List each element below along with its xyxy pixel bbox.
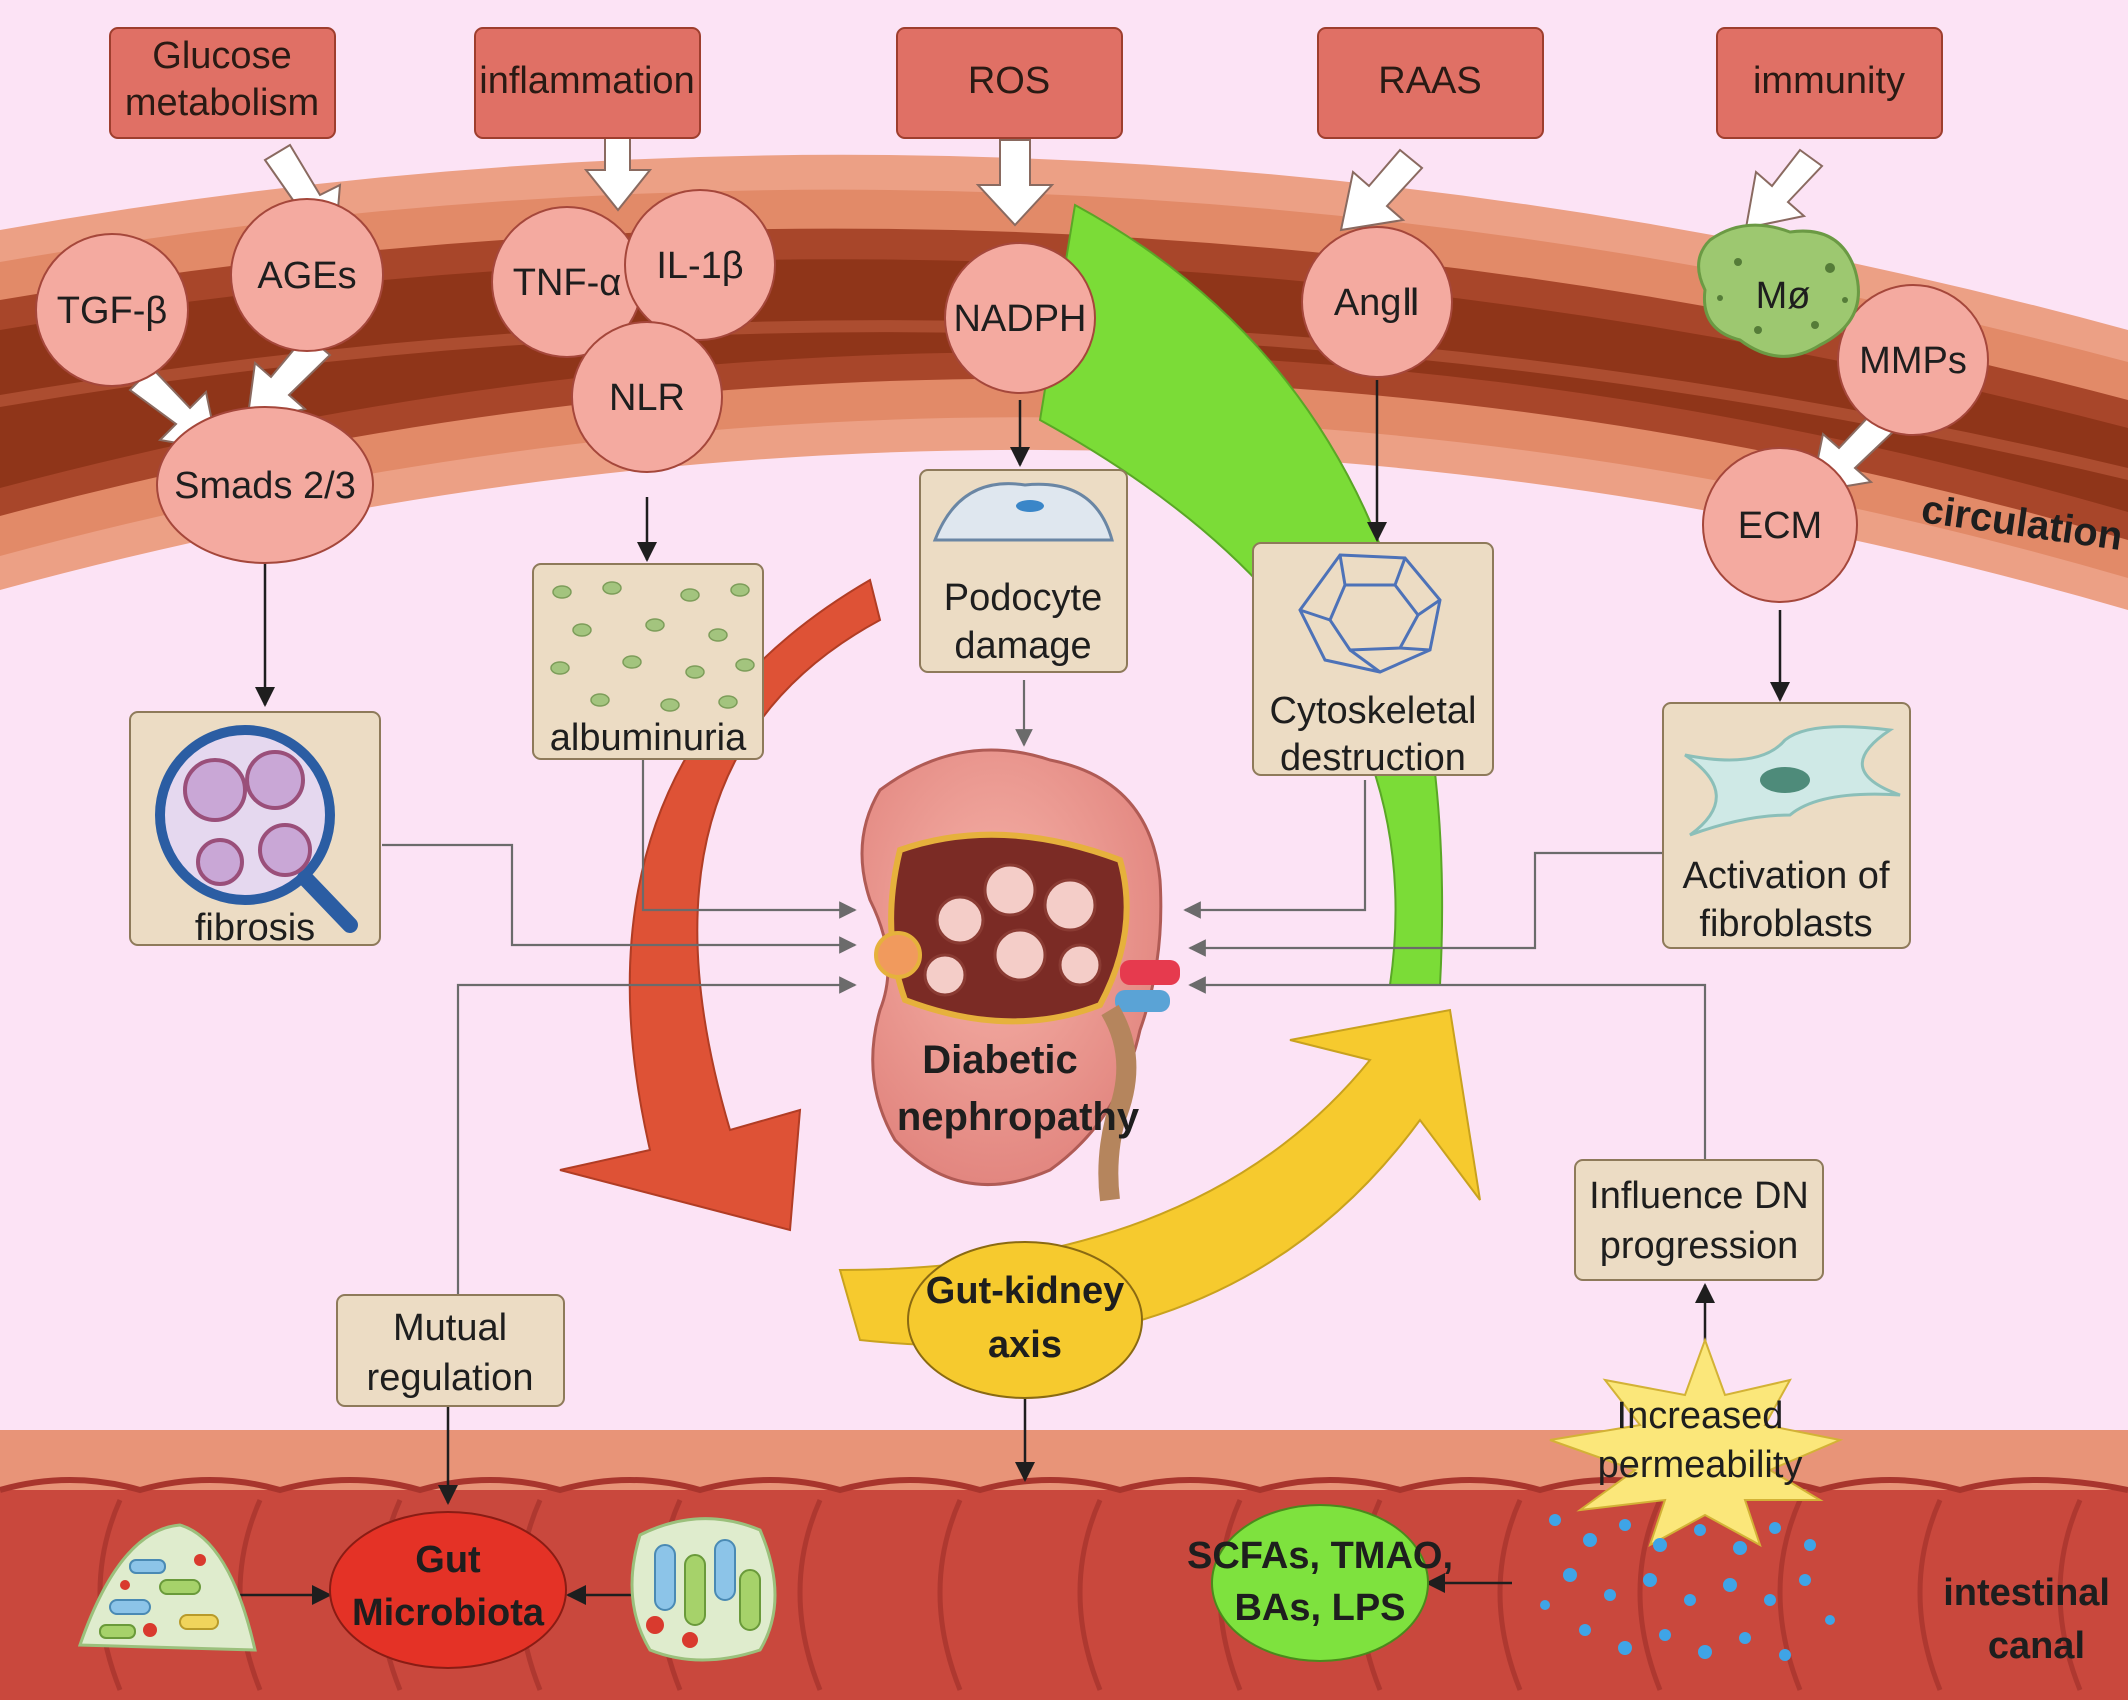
bacteria-cluster-right [630, 1517, 777, 1662]
mediator-smads-circle [156, 406, 374, 564]
influence-dn-box: Influence DN progression [1574, 1159, 1824, 1281]
influence-line2: progression [1600, 1225, 1799, 1267]
mediator-macrophage-label: Mø [1756, 275, 1811, 317]
factor-ros: ROS [896, 27, 1123, 139]
mediator-tgf-label: TGF-β [57, 290, 168, 332]
factor-raas: RAAS [1317, 27, 1544, 139]
mediator-ecm-label: ECM [1738, 505, 1822, 547]
effect-albuminuria-label: albuminuria [550, 717, 747, 759]
effect-fibroblast-activation: Activation of fibroblasts [1662, 702, 1911, 949]
mediator-il1b-label: IL-1β [656, 245, 743, 287]
mediator-nlr-circle [571, 321, 723, 473]
white-arrow-immunity [1744, 148, 1824, 230]
effect-cytoskeletal-destruction: Cytoskeletal destruction [1252, 542, 1494, 779]
factor-glucose-line1: Glucose [152, 35, 291, 77]
permeability-burst [1549, 1337, 1844, 1548]
intestinal-label-line1: intestinal [1943, 1572, 2110, 1614]
effect-podocyte-line2: damage [954, 625, 1091, 667]
mediator-ang-circle [1301, 226, 1453, 378]
white-arrow-ros [975, 139, 1055, 227]
factor-glucose-line2: metabolism [125, 82, 319, 124]
metabolites-line2: BAs, LPS [1234, 1587, 1405, 1629]
mediator-ages-circle [230, 198, 384, 352]
mediator-tgf-circle [35, 233, 189, 387]
factor-inflammation-label: inflammation [479, 60, 694, 102]
gut-microbiota-line2: Microbiota [352, 1592, 545, 1634]
leaking-particles [1540, 1514, 1835, 1661]
effect-cytoskeletal-line1: Cytoskeletal [1270, 690, 1477, 732]
axis-label-line1: Gut-kidney [926, 1270, 1124, 1312]
mutual-regulation-box: Mutual regulation [336, 1294, 565, 1407]
mediator-nlr-label: NLR [609, 377, 685, 419]
gut-microbiota-ellipse [329, 1511, 567, 1669]
effect-podocyte-damage: Podocyte damage [919, 469, 1128, 673]
effect-fibroblasts-line1: Activation of [1683, 855, 1890, 897]
bacteria-cluster-left [77, 1523, 257, 1652]
axis-label-line2: axis [988, 1324, 1062, 1366]
permeability-line2: permeability [1598, 1444, 1803, 1486]
effect-podocyte-line1: Podocyte [944, 577, 1102, 619]
mediator-tnf-label: TNF-α [513, 262, 622, 304]
mutual-line1: Mutual [393, 1307, 507, 1349]
dn-label-line1: Diabetic [922, 1038, 1078, 1082]
factor-inflammation: inflammation [474, 27, 701, 139]
mediator-mmps-circle [1837, 284, 1989, 436]
green-cycle-arrow [1038, 203, 1444, 986]
influence-line1: Influence DN [1589, 1175, 1809, 1217]
metabolites-ellipse [1211, 1504, 1429, 1662]
intestinal-label-line2: canal [1988, 1625, 2085, 1667]
mediator-mmps-label: MMPs [1859, 340, 1967, 382]
effect-fibrosis: fibrosis [129, 711, 381, 949]
effect-cytoskeletal-line2: destruction [1280, 737, 1466, 779]
mediator-nadph-label: NADPH [953, 298, 1086, 340]
mediator-il1b-circle [624, 189, 776, 341]
mediator-ecm-circle [1702, 447, 1858, 603]
mediator-ages-label: AGEs [257, 255, 356, 297]
effect-fibroblasts-line2: fibroblasts [1699, 903, 1872, 945]
factor-immunity: immunity [1716, 27, 1943, 139]
dn-label-line2: nephropathy [897, 1095, 1140, 1139]
mutual-line2: regulation [367, 1357, 534, 1399]
podocyte-icon [932, 482, 1114, 542]
macrophage-cell [1697, 223, 1860, 358]
white-arrow-raas [1339, 148, 1424, 232]
factor-raas-label: RAAS [1378, 60, 1481, 102]
mediator-nadph-circle [944, 242, 1096, 394]
kidney-illustration [860, 748, 1180, 1202]
connectors [223, 380, 1790, 1605]
factor-immunity-label: immunity [1753, 60, 1905, 102]
permeability-line1: Increased [1617, 1395, 1784, 1437]
mediator-smads-label: Smads 2/3 [174, 465, 356, 507]
cytoskeleton-icon [1298, 553, 1442, 674]
factor-glucose-metabolism: Glucose metabolism [109, 27, 336, 139]
factor-ros-label: ROS [968, 60, 1050, 102]
mediator-ang-label: AngⅡ [1334, 282, 1420, 324]
gut-microbiota-line1: Gut [415, 1539, 481, 1581]
metabolites-line1: SCFAs, TMAO, [1187, 1535, 1453, 1577]
intestine [0, 1430, 2128, 1700]
gut-kidney-axis-ellipse [907, 1241, 1143, 1399]
effect-albuminuria: albuminuria [532, 563, 764, 760]
effect-fibrosis-label: fibrosis [195, 907, 315, 949]
